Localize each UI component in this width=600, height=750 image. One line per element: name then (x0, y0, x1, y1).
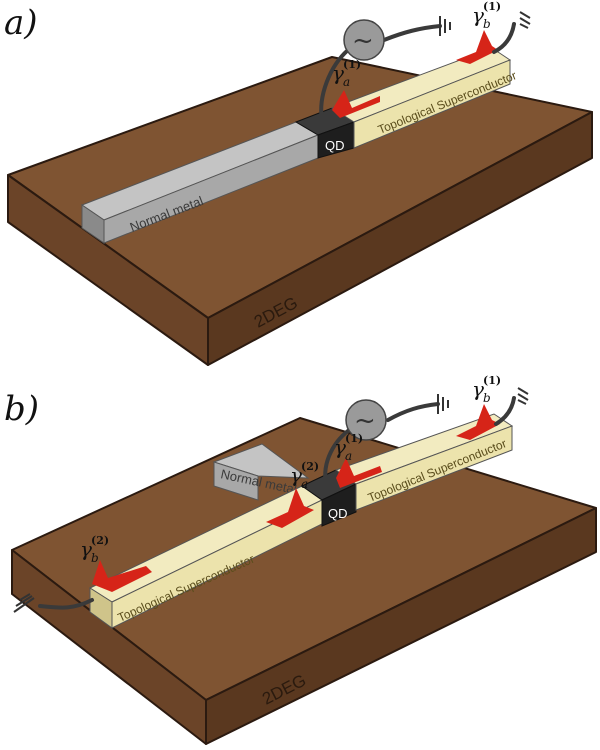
panel-a-normal-metal: Normal metal (80, 121, 320, 244)
panel-b-majorana-b1 (456, 404, 500, 440)
svg-text:(1): (1) (483, 0, 501, 13)
panel-b-substrate: 2DEG (11, 417, 597, 745)
panel-b-ground-icon (437, 394, 449, 414)
panel-b-gamma-a1: γ a (1) (334, 432, 363, 463)
svg-text:(1): (1) (343, 58, 361, 71)
panel-b-gamma-a2: γ a (2) (290, 460, 319, 491)
panel-a-substrate-side (207, 111, 593, 366)
panel-a-majorana-b1 (456, 30, 498, 64)
panel-b-gamma-b2: γ b (2) (80, 534, 109, 565)
svg-text:γ: γ (472, 3, 484, 27)
panel-b-ground-icon-right (517, 387, 529, 405)
svg-text:(2): (2) (91, 534, 109, 547)
panel-b-majorana-a1 (336, 458, 382, 488)
panel-a-ac-source-icon (343, 19, 385, 61)
panel-b-ac-source-icon (345, 399, 387, 441)
panel-b-gamma-b1: γ b (1) (472, 374, 501, 405)
panel-b-wire-left (38, 598, 94, 610)
svg-text:γ: γ (472, 377, 484, 401)
svg-text:b: b (483, 391, 491, 405)
svg-text:a: a (343, 75, 350, 89)
panel-a-ac-source-symbol: ~ (352, 26, 374, 56)
panel-b-wire-ground (386, 402, 440, 422)
svg-text:γ: γ (290, 463, 302, 487)
panel-b-label: b) (4, 389, 39, 429)
panel-b-substrate-side (205, 507, 597, 745)
svg-text:a: a (345, 449, 352, 463)
panel-b-wire-dot (323, 426, 354, 486)
panel-b-wire-right (494, 396, 516, 426)
panel-b: b) 2DEG Normal metal Topological Superco… (4, 374, 597, 745)
svg-text:(1): (1) (483, 374, 501, 387)
svg-text:γ: γ (334, 435, 346, 459)
svg-text:γ: γ (80, 537, 92, 561)
svg-text:b: b (483, 17, 491, 31)
svg-text:(2): (2) (301, 460, 319, 473)
svg-text:b: b (91, 551, 99, 565)
panel-a: a) 2DEG Normal metal QD Topological Supe… (4, 0, 593, 366)
panel-b-qd-label: QD (328, 506, 348, 521)
panel-a-qd-label: QD (325, 138, 345, 153)
panel-a-ground-icon-right (519, 11, 531, 29)
svg-text:a: a (301, 477, 308, 491)
panel-a-gamma-a1: γ a (1) (332, 58, 361, 89)
panel-a-wire-ground (382, 24, 442, 42)
panel-a-majorana-a1 (332, 90, 380, 118)
panel-a-substrate: 2DEG (7, 56, 593, 366)
panel-b-ground-icon-left (13, 593, 35, 613)
svg-text:(1): (1) (345, 432, 363, 445)
panel-b-majorana-b2 (92, 560, 152, 592)
panel-a-wire-dot (319, 48, 350, 122)
panel-a-label: a) (4, 3, 38, 43)
panel-a-ground-icon (439, 16, 451, 36)
panel-b-ac-source-symbol: ~ (354, 406, 376, 436)
panel-a-gamma-b1: γ b (1) (472, 0, 501, 31)
svg-text:γ: γ (332, 61, 344, 85)
panel-b-majorana-a2 (266, 488, 314, 528)
panel-a-wire-right (492, 22, 516, 54)
